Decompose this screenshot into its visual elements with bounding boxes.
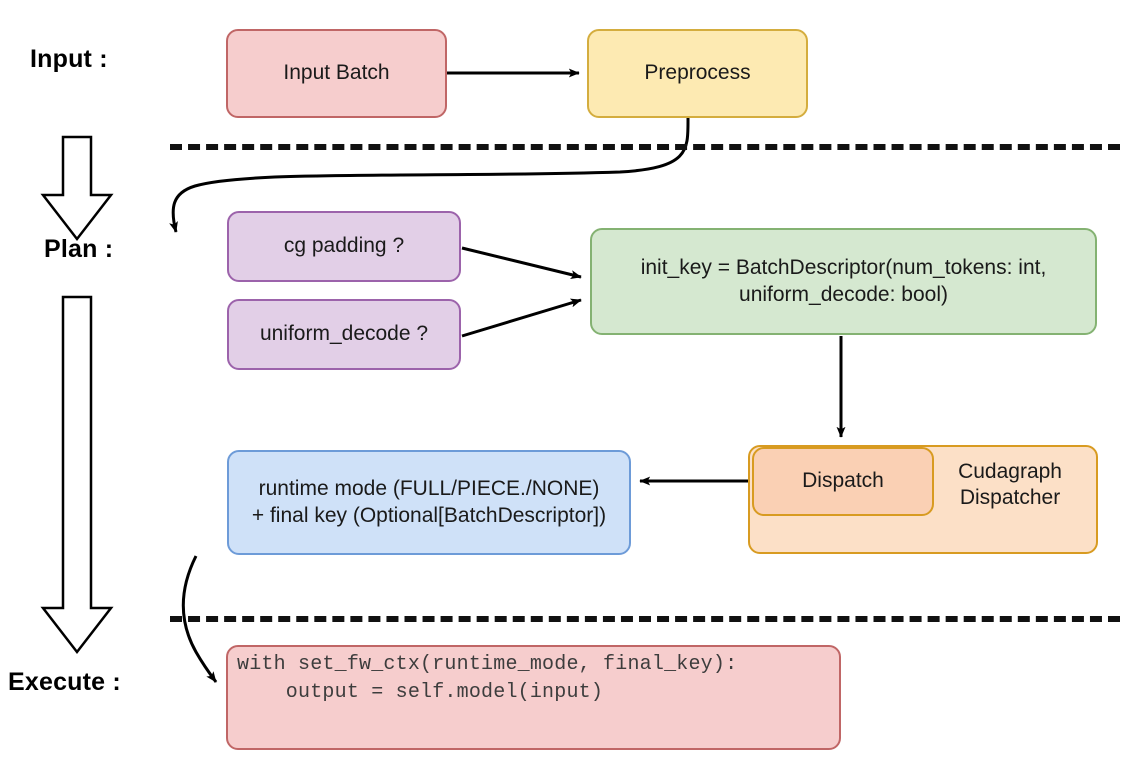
runtime-mode-line-1: runtime mode (FULL/PIECE./NONE) xyxy=(258,477,600,501)
node-cg-padding[interactable]: cg padding ? xyxy=(227,211,461,282)
arrow-cg-padding-to-init-key xyxy=(461,246,582,279)
plan-to-execute-block-arrow xyxy=(40,295,114,655)
arrow-uniform-decode-to-init-key xyxy=(461,298,582,338)
cudagraph-dispatcher-label: Cudagraph Dispatcher xyxy=(958,460,1062,509)
stage-label-execute: Execute : xyxy=(8,668,121,696)
node-input-batch[interactable]: Input Batch xyxy=(226,29,447,118)
runtime-mode-line-2: + final key (Optional[BatchDescriptor]) xyxy=(251,503,607,527)
node-execute-code[interactable]: with set_fw_ctx(runtime_mode, final_key)… xyxy=(226,645,841,750)
init-key-line-2: uniform_decode: bool) xyxy=(739,282,948,306)
node-uniform-decode[interactable]: uniform_decode ? xyxy=(227,299,461,370)
stage-label-plan: Plan : xyxy=(44,235,114,263)
input-plan-divider xyxy=(170,144,1120,150)
stage-label-input: Input : xyxy=(30,45,108,73)
init-key-line-1: init_key = BatchDescriptor(num_tokens: i… xyxy=(640,256,1047,280)
input-to-plan-block-arrow xyxy=(40,135,114,242)
execute-code-line-2: output = self.model(input) xyxy=(237,681,604,704)
node-preprocess[interactable]: Preprocess xyxy=(587,29,808,118)
execute-code-line-1: with set_fw_ctx(runtime_mode, final_key)… xyxy=(237,653,738,676)
node-dispatch[interactable]: Dispatch xyxy=(752,447,934,516)
node-init-key[interactable]: init_key = BatchDescriptor(num_tokens: i… xyxy=(590,228,1097,335)
plan-execute-divider xyxy=(170,616,1120,622)
node-runtime-mode[interactable]: runtime mode (FULL/PIECE./NONE) + final … xyxy=(227,450,631,555)
